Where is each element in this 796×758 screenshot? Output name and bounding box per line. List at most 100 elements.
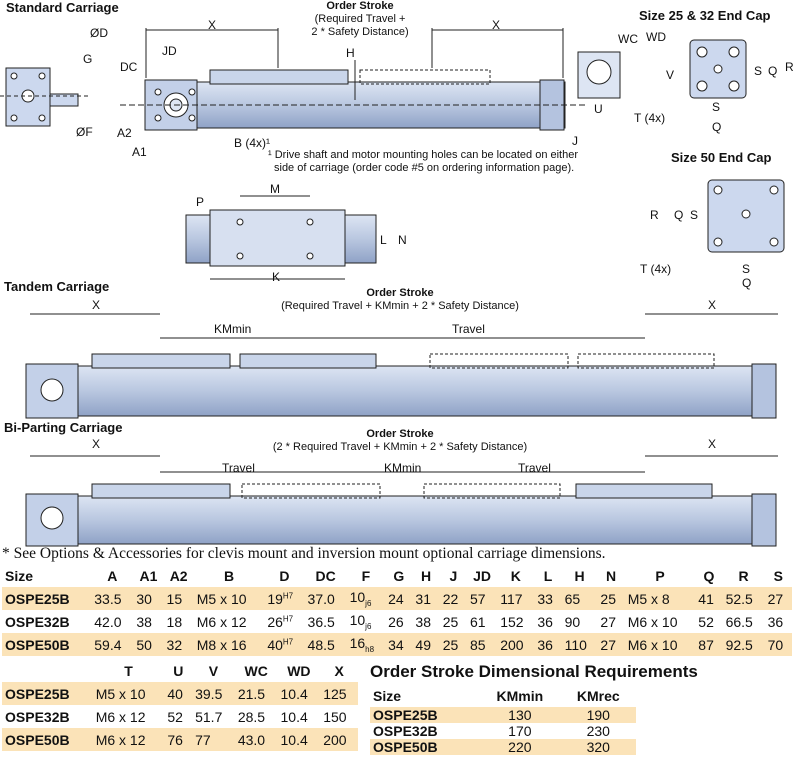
cell: 66.5 — [725, 613, 753, 630]
table-row: OSPE32B M6 x 12 52 51.7 28.5 10.4 150 — [2, 705, 358, 728]
col-header: KMmin — [496, 687, 544, 704]
cell: 36.5 — [307, 613, 335, 630]
col-header — [2, 659, 93, 682]
cell: 61 — [469, 613, 486, 630]
table-row: OSPE32B 170 230 — [370, 723, 636, 739]
endcap-25-32-title: Size 25 & 32 End Cap — [639, 8, 771, 23]
cell: 51.7 — [195, 708, 223, 725]
label-s-25: S — [754, 64, 763, 78]
col-header: WD — [287, 662, 311, 679]
table-row: OSPE25B M5 x 10 40 39.5 21.5 10.4 125 — [2, 682, 358, 705]
cell: 34 — [385, 633, 413, 656]
label-b4x: B (4x)¹ — [234, 136, 270, 150]
cell: 200 — [497, 633, 535, 656]
biparting-order-stroke-sub: (2 * Required Travel + KMmin + 2 * Safet… — [272, 441, 528, 453]
cell: M6 x 12 — [95, 708, 146, 725]
cell: 40H7 — [264, 633, 305, 656]
table-header-row: T U V WC WD X — [2, 659, 358, 682]
table-header-row: Size KMmin KMrec — [370, 684, 636, 707]
cell: 33.5 — [91, 587, 134, 610]
biparting-carriage-view — [25, 455, 778, 547]
cell: 10j6 — [347, 610, 386, 633]
col-header: F — [361, 567, 371, 584]
col-header: DC — [315, 567, 336, 584]
col-header: H — [421, 567, 432, 584]
cell: 39.5 — [192, 682, 235, 705]
biparting-label-x-right: X — [708, 437, 717, 451]
tandem-carriage-view — [25, 313, 778, 419]
row-size: OSPE50B — [2, 633, 92, 656]
cell: 15 — [163, 587, 194, 610]
cell: 130 — [479, 707, 561, 723]
cell-value: 10 — [349, 589, 366, 606]
tolerance: j6 — [365, 621, 372, 631]
cell: 21.5 — [234, 682, 278, 705]
label-v: V — [666, 68, 675, 82]
cell: 220 — [479, 739, 561, 755]
row-size: OSPE32B — [5, 708, 70, 725]
label-s-25-bottom: S — [712, 100, 721, 114]
biparting-label-x-left: X — [92, 437, 101, 451]
cell: 25 — [597, 587, 625, 610]
label-dc: DC — [120, 60, 138, 74]
label-j: J — [572, 134, 578, 148]
label-q-50: Q — [674, 208, 684, 222]
tolerance: H7 — [282, 636, 294, 646]
col-header: JD — [473, 567, 492, 584]
label-wc: WC — [618, 32, 638, 46]
col-header: V — [208, 662, 219, 679]
table-row: OSPE25B 33.5 30 15 M5 x 10 19H7 37.0 10j… — [2, 587, 792, 610]
cell: 43.0 — [234, 728, 278, 751]
cell: 25 — [442, 613, 459, 630]
col-header: WC — [244, 662, 268, 679]
cell: 152 — [500, 613, 524, 630]
row-size: OSPE25B — [2, 682, 93, 705]
cell: 90 — [564, 613, 581, 630]
order-stroke-table: Size KMmin KMrec OSPE25B 130 190 OSPE32B… — [370, 684, 636, 755]
col-header: L — [543, 567, 553, 584]
col-header: Size — [373, 687, 402, 704]
cell: M6 x 12 — [92, 728, 165, 751]
label-x-right: X — [492, 18, 501, 32]
endcap-25-32-views — [577, 39, 747, 99]
cell: M8 x 16 — [193, 633, 265, 656]
cell-value: 10 — [349, 612, 366, 629]
cell: 117 — [497, 587, 535, 610]
col-header: D — [279, 567, 290, 584]
tandem-label-x-right: X — [708, 298, 717, 312]
label-a1: A1 — [132, 145, 147, 159]
order-stroke-table-title: Order Stroke Dimensional Requirements — [370, 662, 698, 681]
cell: 16h8 — [346, 633, 386, 656]
biparting-label-kmmin: KMmin — [384, 461, 422, 475]
cell: M5 x 10 — [193, 587, 265, 610]
label-x-left: X — [208, 18, 217, 32]
cell: 49 — [412, 633, 440, 656]
cell: 36 — [537, 613, 553, 630]
label-h: H — [346, 46, 355, 60]
row-size: OSPE50B — [370, 739, 480, 755]
dimension-table-main: Size A A1 A2 B D DC F G H J JD K L H N P… — [2, 564, 792, 656]
col-header: G — [393, 567, 405, 584]
tolerance: h8 — [365, 644, 375, 654]
label-p: P — [196, 195, 205, 209]
standard-carriage-front-view — [120, 28, 585, 131]
order-stroke-title: Order Stroke — [326, 0, 394, 12]
col-header: Size — [5, 567, 34, 584]
cell: 85 — [466, 633, 498, 656]
row-size: OSPE50B — [2, 728, 93, 751]
cell: 38 — [136, 613, 152, 630]
biparting-order-stroke-title: Order Stroke — [366, 428, 434, 440]
cell: 24 — [385, 587, 413, 610]
label-s-50-bottom: S — [742, 262, 751, 276]
col-header: P — [655, 567, 665, 584]
col-header: A1 — [139, 567, 158, 584]
cell: 10.4 — [277, 728, 321, 751]
table-header-row: Size A A1 A2 B D DC F G H J JD K L H N P… — [2, 564, 792, 587]
cell: 57 — [466, 587, 498, 610]
cell: 52 — [698, 613, 714, 630]
tandem-label-kmmin: KMmin — [214, 322, 252, 336]
label-q-25-bottom: Q — [712, 120, 722, 134]
cell: 190 — [560, 707, 636, 723]
cell: 92.5 — [722, 633, 765, 656]
label-wd: WD — [646, 30, 666, 44]
